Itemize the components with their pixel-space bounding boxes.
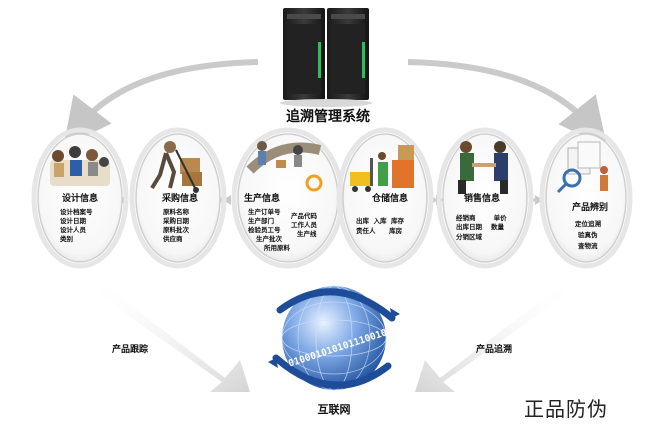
stage-detail-text: 供应商 (162, 234, 183, 243)
stage-detail-text: 仓储信息 (371, 192, 408, 204)
stage-detail-text: 类别 (60, 234, 74, 243)
stage-detail-text: 验真伪 (578, 230, 598, 239)
handshake-icon (458, 141, 508, 194)
stage-detail-text: 分销区域 (456, 232, 483, 241)
tracing-label: 产品追溯 (476, 343, 512, 355)
stage-detail-text: 生产部门 (248, 216, 275, 225)
globe-icon (268, 285, 400, 391)
stage-design: 设计信息 设计档案号 设计日期 设计人员 类别 (31, 127, 129, 269)
stage-detail-text: 查物流 (578, 241, 598, 250)
stage-detail-text: 所用原料 (264, 243, 291, 252)
stage-production: 生产信息 生产订单号 生产部门 检验员工号 生产批次 所用原料 产品代码 工作人… (231, 127, 345, 269)
stage-warehouse: 仓储信息 出库 入库 库存 责任人 库房 (336, 127, 434, 269)
system-title: 追溯管理系统 (286, 108, 370, 125)
server-icon (280, 8, 372, 107)
stage-detail-text: 设计人员 (60, 225, 87, 234)
stage-detail-text: 生产批次 (256, 234, 283, 243)
tracking-label: 产品跟踪 (112, 343, 148, 355)
stage-purchasing: 采购信息 原料名称 采购日期 原料批次 供应商 (129, 127, 227, 269)
forklift-warehouse-icon (350, 145, 414, 192)
stage-detail-text: 产品代码 (291, 211, 318, 220)
arrow-left-curve (63, 59, 259, 148)
network-label: 互联网 (318, 402, 351, 416)
stage-detail-text: 设计档案号 (60, 207, 93, 216)
stage-detail-text: 原料名称 (163, 207, 190, 216)
stage-detail-text: 生产订单号 (248, 207, 281, 216)
stage-detail-text: 出库日期 数量 (456, 222, 505, 231)
magnifier-documents-icon (556, 141, 608, 194)
corner-text: 正品防伪 (524, 397, 608, 421)
stage-detail-text: 工作人员 (291, 220, 318, 229)
stage-detail-text: 产品辨别 (572, 201, 608, 213)
tracking-arrow (92, 278, 250, 392)
stage-sales: 销售信息 经销商 单价 出库日期 数量 分销区域 (436, 127, 534, 269)
stage-detail-text: 原料批次 (163, 225, 190, 234)
stage-detail-text: 采购日期 (163, 216, 190, 225)
stage-detail-text: 责任人 库房 (356, 226, 403, 235)
stage-detail-text: 检验员工号 (248, 225, 281, 234)
stage-title: 设计信息 (62, 192, 98, 204)
production-line-icon (246, 141, 323, 192)
stage-detail-text: 设计日期 (60, 216, 87, 225)
stage-identification: 产品辨别 定位追溯 验真伪 查物流 (539, 127, 633, 269)
stage-detail-text: 销售信息 (464, 192, 500, 204)
stage-detail-text: 经销商 单价 (456, 213, 507, 222)
stage-detail-text: 定位追溯 (574, 219, 602, 228)
stage-detail-text: 生产信息 (244, 192, 280, 204)
hand-truck-worker-icon (150, 141, 202, 193)
stage-detail-text: 出库 入库 库存 (356, 216, 405, 225)
stage-detail-text: 生产线 (297, 229, 317, 238)
design-team-icon (50, 146, 110, 186)
arrow-right-curve (407, 59, 608, 147)
stage-detail-text: 采购信息 (161, 192, 198, 204)
tracing-arrow (415, 278, 573, 392)
